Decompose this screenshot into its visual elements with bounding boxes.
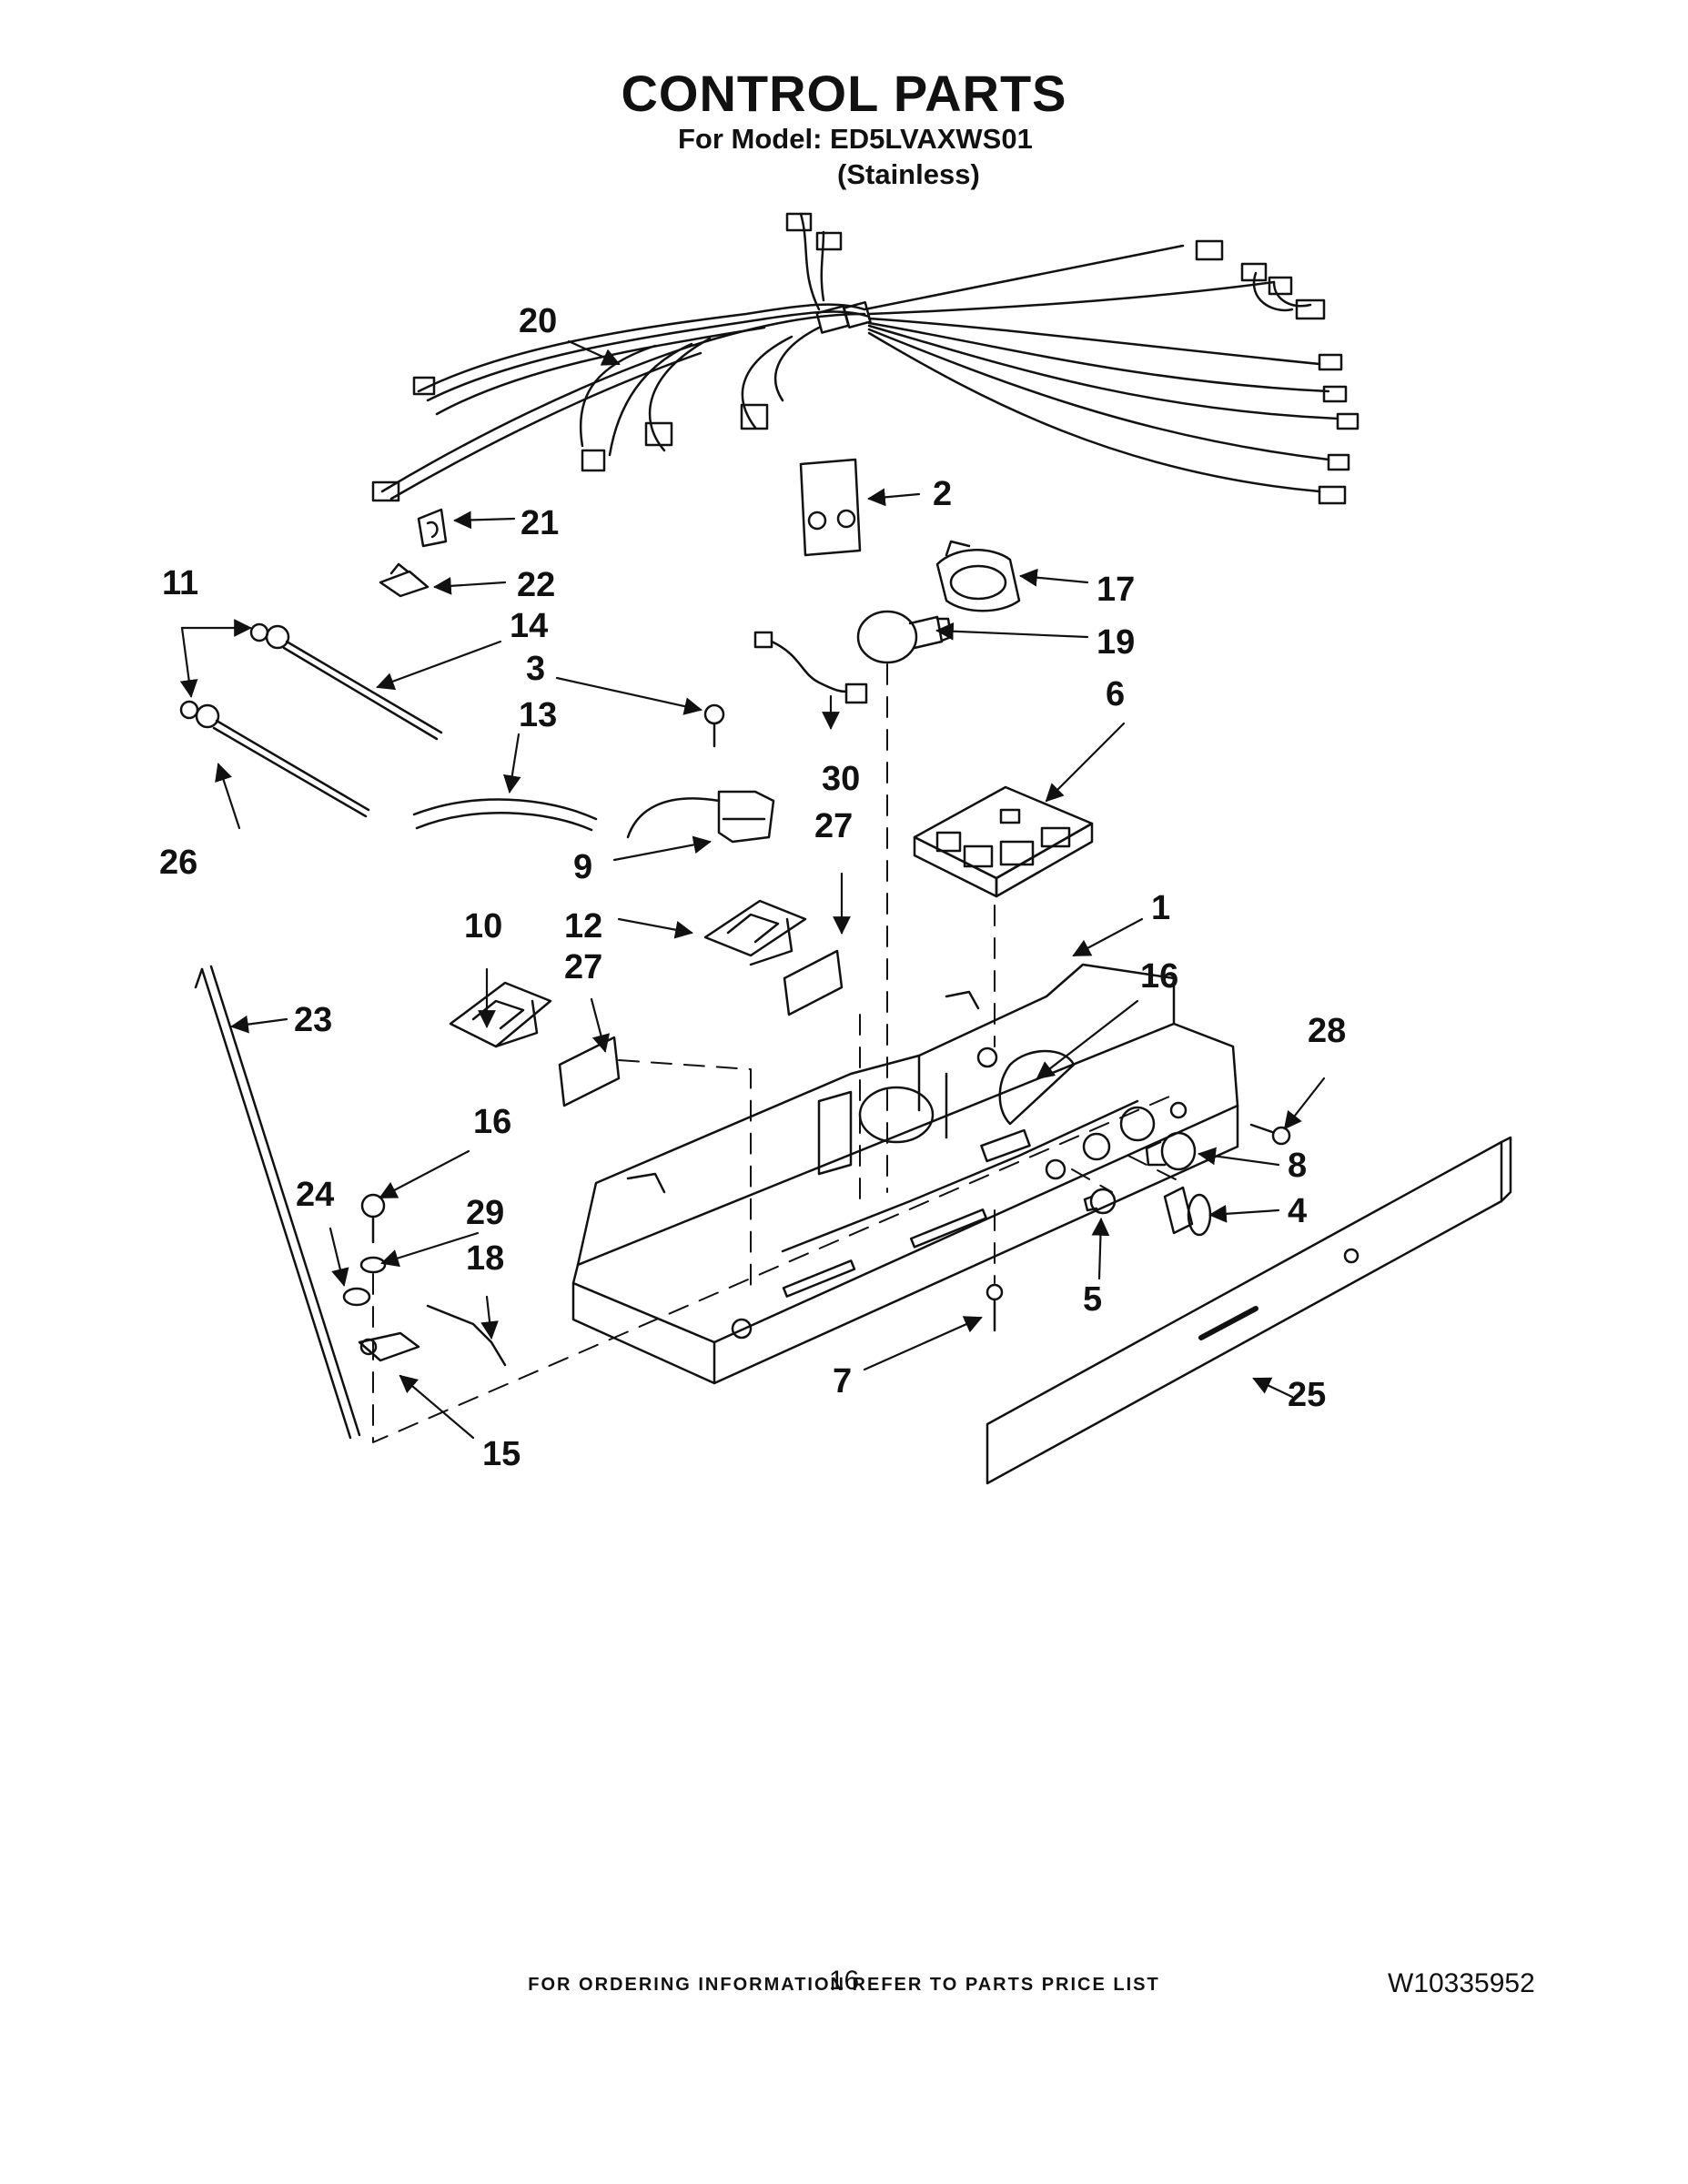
lamp-socket <box>935 540 1021 612</box>
control-housing <box>571 963 1239 1385</box>
knob-4 <box>1163 1186 1212 1237</box>
callout-24: 24 <box>296 1176 334 1214</box>
control-board <box>913 785 1094 898</box>
page-title: CONTROL PARTS <box>621 65 1067 122</box>
tie-clip <box>379 562 430 598</box>
wiring-harness <box>371 212 1359 505</box>
callout-18: 18 <box>466 1239 504 1278</box>
switch-assembly <box>626 703 775 844</box>
callout-3: 3 <box>526 650 545 688</box>
bracket-12 <box>703 899 807 966</box>
variant-line: (Stainless) <box>837 158 980 190</box>
callout-12: 12 <box>564 907 602 945</box>
callout-17: 17 <box>1097 571 1135 609</box>
trim-strip <box>986 1136 1512 1485</box>
rod-23 <box>194 965 361 1440</box>
model-line: For Model: ED5LVAXWS01 <box>678 123 1033 155</box>
knob-8 <box>1145 1131 1197 1171</box>
callout-6: 6 <box>1106 675 1125 713</box>
screw-28 <box>1249 1123 1291 1146</box>
drain-hose <box>412 798 598 832</box>
callout-30: 30 <box>822 760 860 798</box>
ordering-note: FOR ORDERING INFORMATION REFER TO PARTS … <box>528 1975 1160 1995</box>
callout-15: 15 <box>482 1435 521 1473</box>
callout-13: 13 <box>519 696 557 734</box>
callout-16-left: 16 <box>473 1103 511 1141</box>
callout-7: 7 <box>833 1362 852 1400</box>
callout-19: 19 <box>1097 623 1135 662</box>
callout-9: 9 <box>573 848 592 886</box>
callout-21: 21 <box>521 504 559 542</box>
callout-4: 4 <box>1288 1192 1307 1230</box>
callout-leaders <box>179 339 1326 1440</box>
callout-1: 1 <box>1151 889 1170 927</box>
callout-27-top: 27 <box>814 807 853 845</box>
wire-clip <box>417 508 448 548</box>
callout-28: 28 <box>1308 1012 1346 1050</box>
callout-8: 8 <box>1288 1147 1307 1185</box>
assembly-lines <box>372 663 1184 1443</box>
light-bulb <box>856 610 953 664</box>
callout-numbers: 20 2 21 22 17 19 11 14 3 13 30 6 26 27 9… <box>159 302 1346 1473</box>
bracket-10 <box>449 981 552 1048</box>
document-number: W10335952 <box>1388 1968 1535 1998</box>
callout-11: 11 <box>162 564 198 602</box>
callout-29: 29 <box>466 1194 504 1232</box>
callout-27-left: 27 <box>564 948 602 986</box>
callout-16-right: 16 <box>1140 957 1178 996</box>
tube-assembly <box>179 622 443 818</box>
callout-20: 20 <box>519 302 557 340</box>
lamp-cable <box>753 631 868 704</box>
callout-26: 26 <box>159 844 197 882</box>
insulation-pad <box>799 458 862 557</box>
page-number: 16 <box>828 1966 860 1996</box>
callout-10: 10 <box>464 907 502 945</box>
callout-2: 2 <box>933 475 952 513</box>
callout-25: 25 <box>1288 1376 1326 1414</box>
knob-5 <box>1083 1188 1117 1215</box>
callout-23: 23 <box>294 1001 332 1039</box>
callout-22: 22 <box>517 566 555 604</box>
callout-14: 14 <box>510 607 548 645</box>
callout-5: 5 <box>1083 1280 1102 1319</box>
screw-7 <box>986 1283 1004 1332</box>
